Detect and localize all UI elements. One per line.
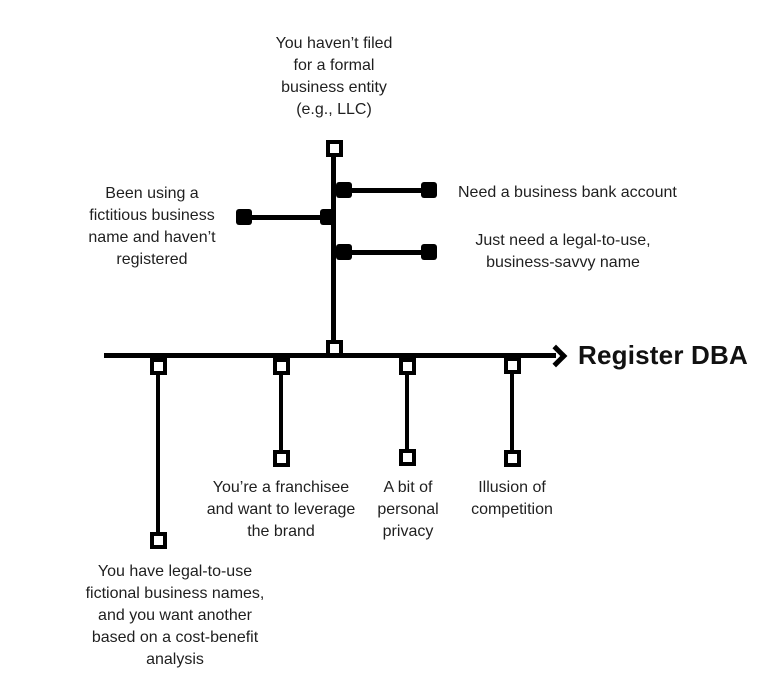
bottom-drop-2-line	[279, 364, 283, 458]
bottom-drop-3-end-node	[399, 449, 416, 466]
right-branch-1-label: Need a business bank account	[458, 184, 677, 201]
bottom-drop-4-end-node	[504, 450, 521, 467]
bottom-drop-4-line	[510, 363, 514, 458]
right-branch-1-spine-node	[336, 182, 352, 198]
bottom-drop-1-top-node	[150, 358, 167, 375]
bottom-drop-1-label: You have legal-to-use fictional business…	[85, 563, 265, 668]
right-branch-2-spine-node	[336, 244, 352, 260]
left-branch-line	[244, 215, 328, 220]
bottom-drop-2-end-node	[273, 450, 290, 467]
right-branch-1-line	[344, 188, 429, 193]
right-branch-2-label: Just need a legal-to-use, business-savvy…	[475, 232, 651, 271]
bottom-drop-3-line	[405, 364, 409, 457]
right-branch-1-end-node	[421, 182, 437, 198]
bottom-drop-3-label: A bit of personal privacy	[377, 479, 439, 540]
bottom-drop-3-top-node	[399, 358, 416, 375]
bottom-drop-1-line	[156, 364, 160, 540]
left-branch-end-node	[236, 209, 252, 225]
bottom-drop-2-label: You’re a franchisee and want to leverage…	[206, 479, 356, 540]
bottom-drop-4-label: Illusion of competition	[471, 479, 553, 518]
right-branch-2-line	[344, 250, 429, 255]
top-branch-label: You haven’t filed for a formal business …	[275, 35, 393, 118]
left-branch-spine-node	[320, 209, 336, 225]
top-spine-line	[331, 146, 336, 348]
axis-title: Register DBA	[578, 340, 748, 370]
right-branch-2-end-node	[421, 244, 437, 260]
bottom-drop-2-top-node	[273, 358, 290, 375]
spine-axis-junction-node	[326, 340, 343, 357]
axis-arrowhead-icon	[544, 344, 568, 368]
bottom-drop-1-end-node	[150, 532, 167, 549]
spine-top-node	[326, 140, 343, 157]
left-branch-label: Been using a fictitious business name an…	[88, 185, 216, 268]
bottom-drop-4-top-node	[504, 357, 521, 374]
